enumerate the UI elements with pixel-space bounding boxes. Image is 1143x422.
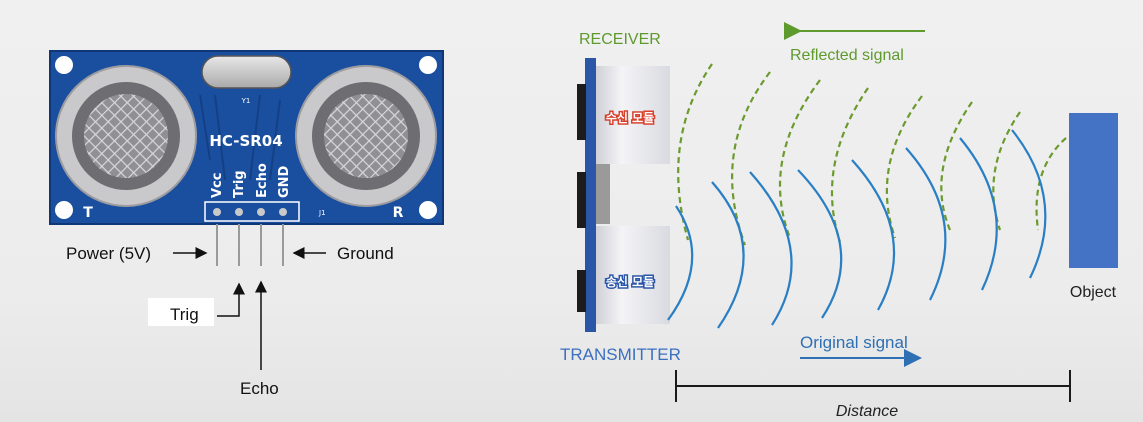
object-block <box>1069 113 1118 268</box>
original-signal-label: Original signal <box>800 333 908 352</box>
original-wave-3 <box>749 171 793 326</box>
pin-label-gnd: GND <box>277 165 292 198</box>
sensor-side-view: 수신 모듈 송신 모듈 <box>577 58 670 332</box>
reflected-wave-2 <box>731 71 771 246</box>
original-wave-2 <box>711 181 745 329</box>
distance-label: Distance <box>836 403 898 420</box>
original-wave-8 <box>1011 129 1047 279</box>
receiver-cylinder <box>596 66 670 164</box>
mount-hole-bl <box>55 201 73 219</box>
transmitter-label: TRANSMITTER <box>560 345 681 364</box>
transmitter-cylinder <box>596 226 670 324</box>
hc-sr04-board: Y1 HC-SR04 T R J1 Vcc Trig Echo GND <box>49 50 444 225</box>
reflected-wave-3 <box>778 79 821 239</box>
pin-label-trig: Trig <box>232 170 247 198</box>
trig-callout-arrow <box>217 282 245 317</box>
crystal-oscillator <box>201 55 292 89</box>
original-wave-6 <box>905 147 947 301</box>
reflected-wave-7 <box>992 111 1021 231</box>
mount-hole-tl <box>55 56 73 74</box>
crystal-label: Y1 <box>241 97 251 105</box>
board-marker-t: T <box>83 205 93 221</box>
object-label: Object <box>1070 284 1117 301</box>
reflected-wave-6 <box>940 101 973 231</box>
pin-label-vcc: Vcc <box>210 173 225 198</box>
transmitter-transducer <box>55 65 197 207</box>
original-wave-4 <box>797 169 843 319</box>
header-pins <box>216 224 284 266</box>
pin-label-echo: Echo <box>255 163 270 198</box>
original-wave-5 <box>851 159 896 311</box>
mount-hole-br <box>419 201 437 219</box>
mount-hole-tr <box>419 56 437 74</box>
trig-callout-label: Trig <box>170 305 199 324</box>
connector-label: J1 <box>318 209 326 217</box>
ground-callout-label: Ground <box>337 244 394 263</box>
reflected-signal-label: Reflected signal <box>790 47 904 64</box>
power-callout-label: Power (5V) <box>66 244 151 263</box>
reflected-wave-1 <box>677 63 713 241</box>
reflected-wave-4 <box>830 87 869 243</box>
pin-header <box>204 201 300 222</box>
original-wave-1 <box>667 205 694 321</box>
reflected-wave-5 <box>885 95 923 239</box>
board-model-label: HC-SR04 <box>209 132 282 150</box>
receiver-module-label: 수신 모듈 <box>606 110 654 125</box>
original-waves <box>667 129 1047 329</box>
distance-dimension <box>675 370 1071 402</box>
transmitter-module-label: 송신 모듈 <box>606 274 654 289</box>
receiver-transducer <box>295 65 437 207</box>
receiver-label: RECEIVER <box>579 31 661 48</box>
trig-label-box <box>148 298 214 326</box>
original-wave-7 <box>959 137 998 291</box>
board-marker-r: R <box>393 205 404 221</box>
reflected-wave-8 <box>1035 137 1067 231</box>
echo-callout-label: Echo <box>240 379 279 398</box>
